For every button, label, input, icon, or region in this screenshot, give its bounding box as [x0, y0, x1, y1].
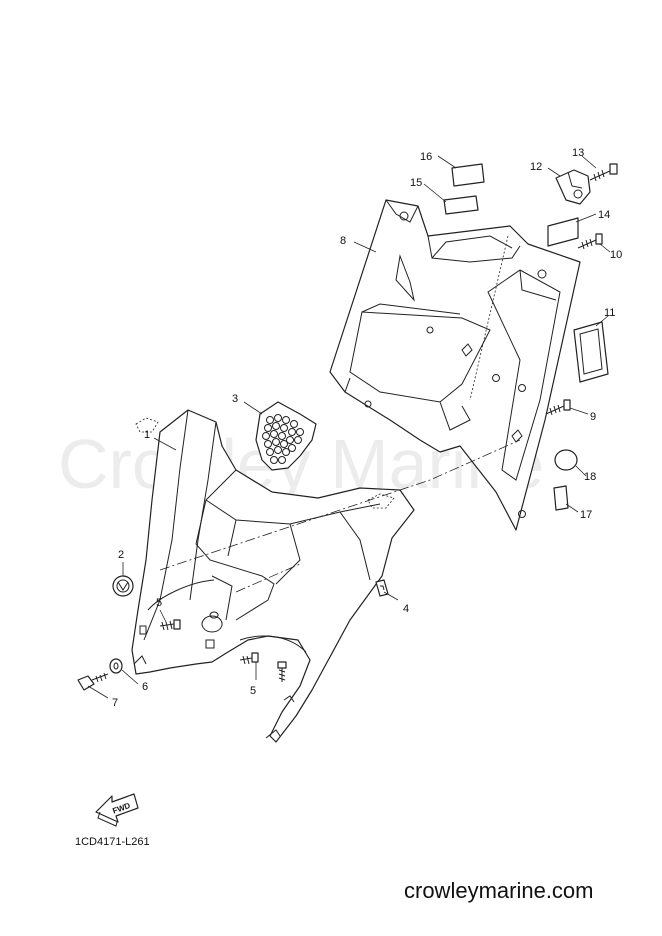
- inner-panel-part-8: [329, 199, 581, 531]
- assembly-line: [159, 439, 521, 571]
- leader-lines: [87, 155, 611, 699]
- emblem-part-2: [112, 575, 134, 597]
- washer-part-6: [109, 658, 123, 674]
- diagram-code: 1CD4171-L261: [75, 836, 150, 848]
- cap-part-18: [554, 449, 578, 471]
- callout-18: 18: [584, 471, 596, 483]
- callout-12: 12: [530, 161, 542, 173]
- callout-13: 13: [572, 147, 584, 159]
- callout-10: 10: [610, 249, 622, 261]
- callout-1: 1: [144, 429, 150, 441]
- screw-part-9: [545, 399, 571, 416]
- callout-4: 4: [403, 603, 409, 615]
- bolt-part-13: [589, 163, 618, 182]
- screw-part-10: [577, 233, 603, 250]
- callout-8: 8: [340, 235, 346, 247]
- screw-part-5b: [239, 652, 287, 682]
- callout-5a: 5: [156, 597, 162, 609]
- callout-2: 2: [118, 549, 124, 561]
- callout-9: 9: [590, 411, 596, 423]
- callout-7: 7: [112, 697, 118, 709]
- label-part-15: [443, 195, 479, 215]
- frame-part-11: [573, 321, 609, 383]
- screw-part-5a: [159, 619, 181, 631]
- bolt-part-7: [77, 672, 109, 691]
- hook-part-12: [555, 169, 591, 205]
- callout-17: 17: [580, 509, 592, 521]
- callout-3: 3: [232, 393, 238, 405]
- callout-6: 6: [142, 681, 148, 693]
- label-part-14: [547, 217, 579, 247]
- grille-part-3: [255, 401, 317, 471]
- callout-15: 15: [410, 177, 422, 189]
- website-link[interactable]: crowleymarine.com: [404, 878, 594, 903]
- callout-16: 16: [420, 151, 432, 163]
- label-part-16: [451, 163, 485, 187]
- callout-11: 11: [604, 307, 615, 319]
- callout-14: 14: [598, 209, 610, 221]
- fwd-arrow-icon: FWD: [95, 793, 139, 827]
- label-part-17: [553, 485, 569, 511]
- callout-5b: 5: [250, 685, 256, 697]
